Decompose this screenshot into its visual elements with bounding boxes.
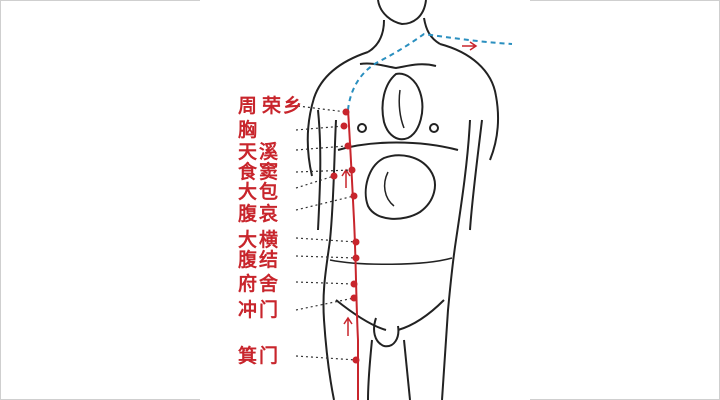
label-tianxi: 天溪 [238, 141, 281, 163]
right-torso-side [441, 119, 471, 400]
heart-outline [381, 72, 424, 141]
abdomen-line [329, 257, 453, 265]
leader-lines [295, 105, 357, 361]
left-shoulder [306, 51, 369, 177]
label-daheng: 大横 [238, 229, 281, 251]
left-inner-leg [367, 339, 373, 400]
left-torso-side [322, 119, 337, 400]
point-fuai [350, 192, 358, 200]
meridian-arrow-1 [341, 168, 351, 188]
groin-left [335, 299, 387, 331]
point-zhourong [342, 108, 350, 116]
meridian-line [347, 109, 359, 400]
point-fujie [352, 254, 360, 262]
leader-jimen [295, 355, 357, 361]
groin-right [397, 299, 445, 331]
leader-tianxi [295, 145, 347, 151]
label-jimen: 箕门 [238, 345, 281, 367]
label-dabao: 大包 [238, 181, 281, 203]
right-inner-leg [403, 339, 411, 400]
right-nipple [429, 123, 439, 133]
leader-fujie [295, 255, 357, 259]
label-fushe: 府舍 [238, 273, 281, 295]
point-jimen [352, 356, 360, 364]
point-shidou [348, 166, 356, 174]
neck-outline [367, 19, 385, 53]
neck-outline-right [423, 17, 441, 45]
label-fuai: 腹哀 [238, 203, 281, 225]
head-outline [377, 0, 427, 26]
collarbone [359, 62, 437, 70]
acupoints [330, 108, 360, 364]
leader-daheng [295, 237, 357, 243]
left-arm-inner [317, 109, 322, 231]
point-xiongxiang [340, 122, 348, 130]
stomach-inner [383, 171, 395, 207]
point-dabao [330, 172, 338, 180]
dashed-arrow [462, 41, 478, 51]
stomach-outline [364, 154, 436, 220]
right-arm-inner [469, 119, 483, 231]
label-shidou: 食窦 [238, 161, 281, 183]
leader-fuai [295, 195, 355, 211]
point-tianxi [344, 142, 352, 150]
dashed-meridian [347, 32, 513, 111]
label-xiongxiang: 胸 [238, 119, 260, 141]
right-shoulder [439, 43, 499, 161]
point-fushe [350, 280, 358, 288]
leader-xiongxiang [295, 125, 345, 131]
label-fujie: 腹结 [238, 249, 281, 271]
label-rongxiang: 荣乡 [262, 95, 305, 117]
genital-outline [373, 317, 400, 348]
point-chongmen [350, 294, 358, 302]
left-nipple [357, 123, 367, 133]
figure-background [200, 0, 530, 400]
meridian-arrow-2 [343, 316, 353, 336]
diaphragm-line [337, 141, 459, 151]
point-daheng [352, 238, 360, 246]
leader-rongxiang [297, 105, 347, 113]
heart-inner [398, 89, 405, 129]
label-chongmen: 冲门 [238, 299, 281, 321]
leader-shidou [295, 169, 353, 173]
leader-dabao [295, 175, 335, 189]
label-zhourong: 周 [238, 95, 260, 117]
